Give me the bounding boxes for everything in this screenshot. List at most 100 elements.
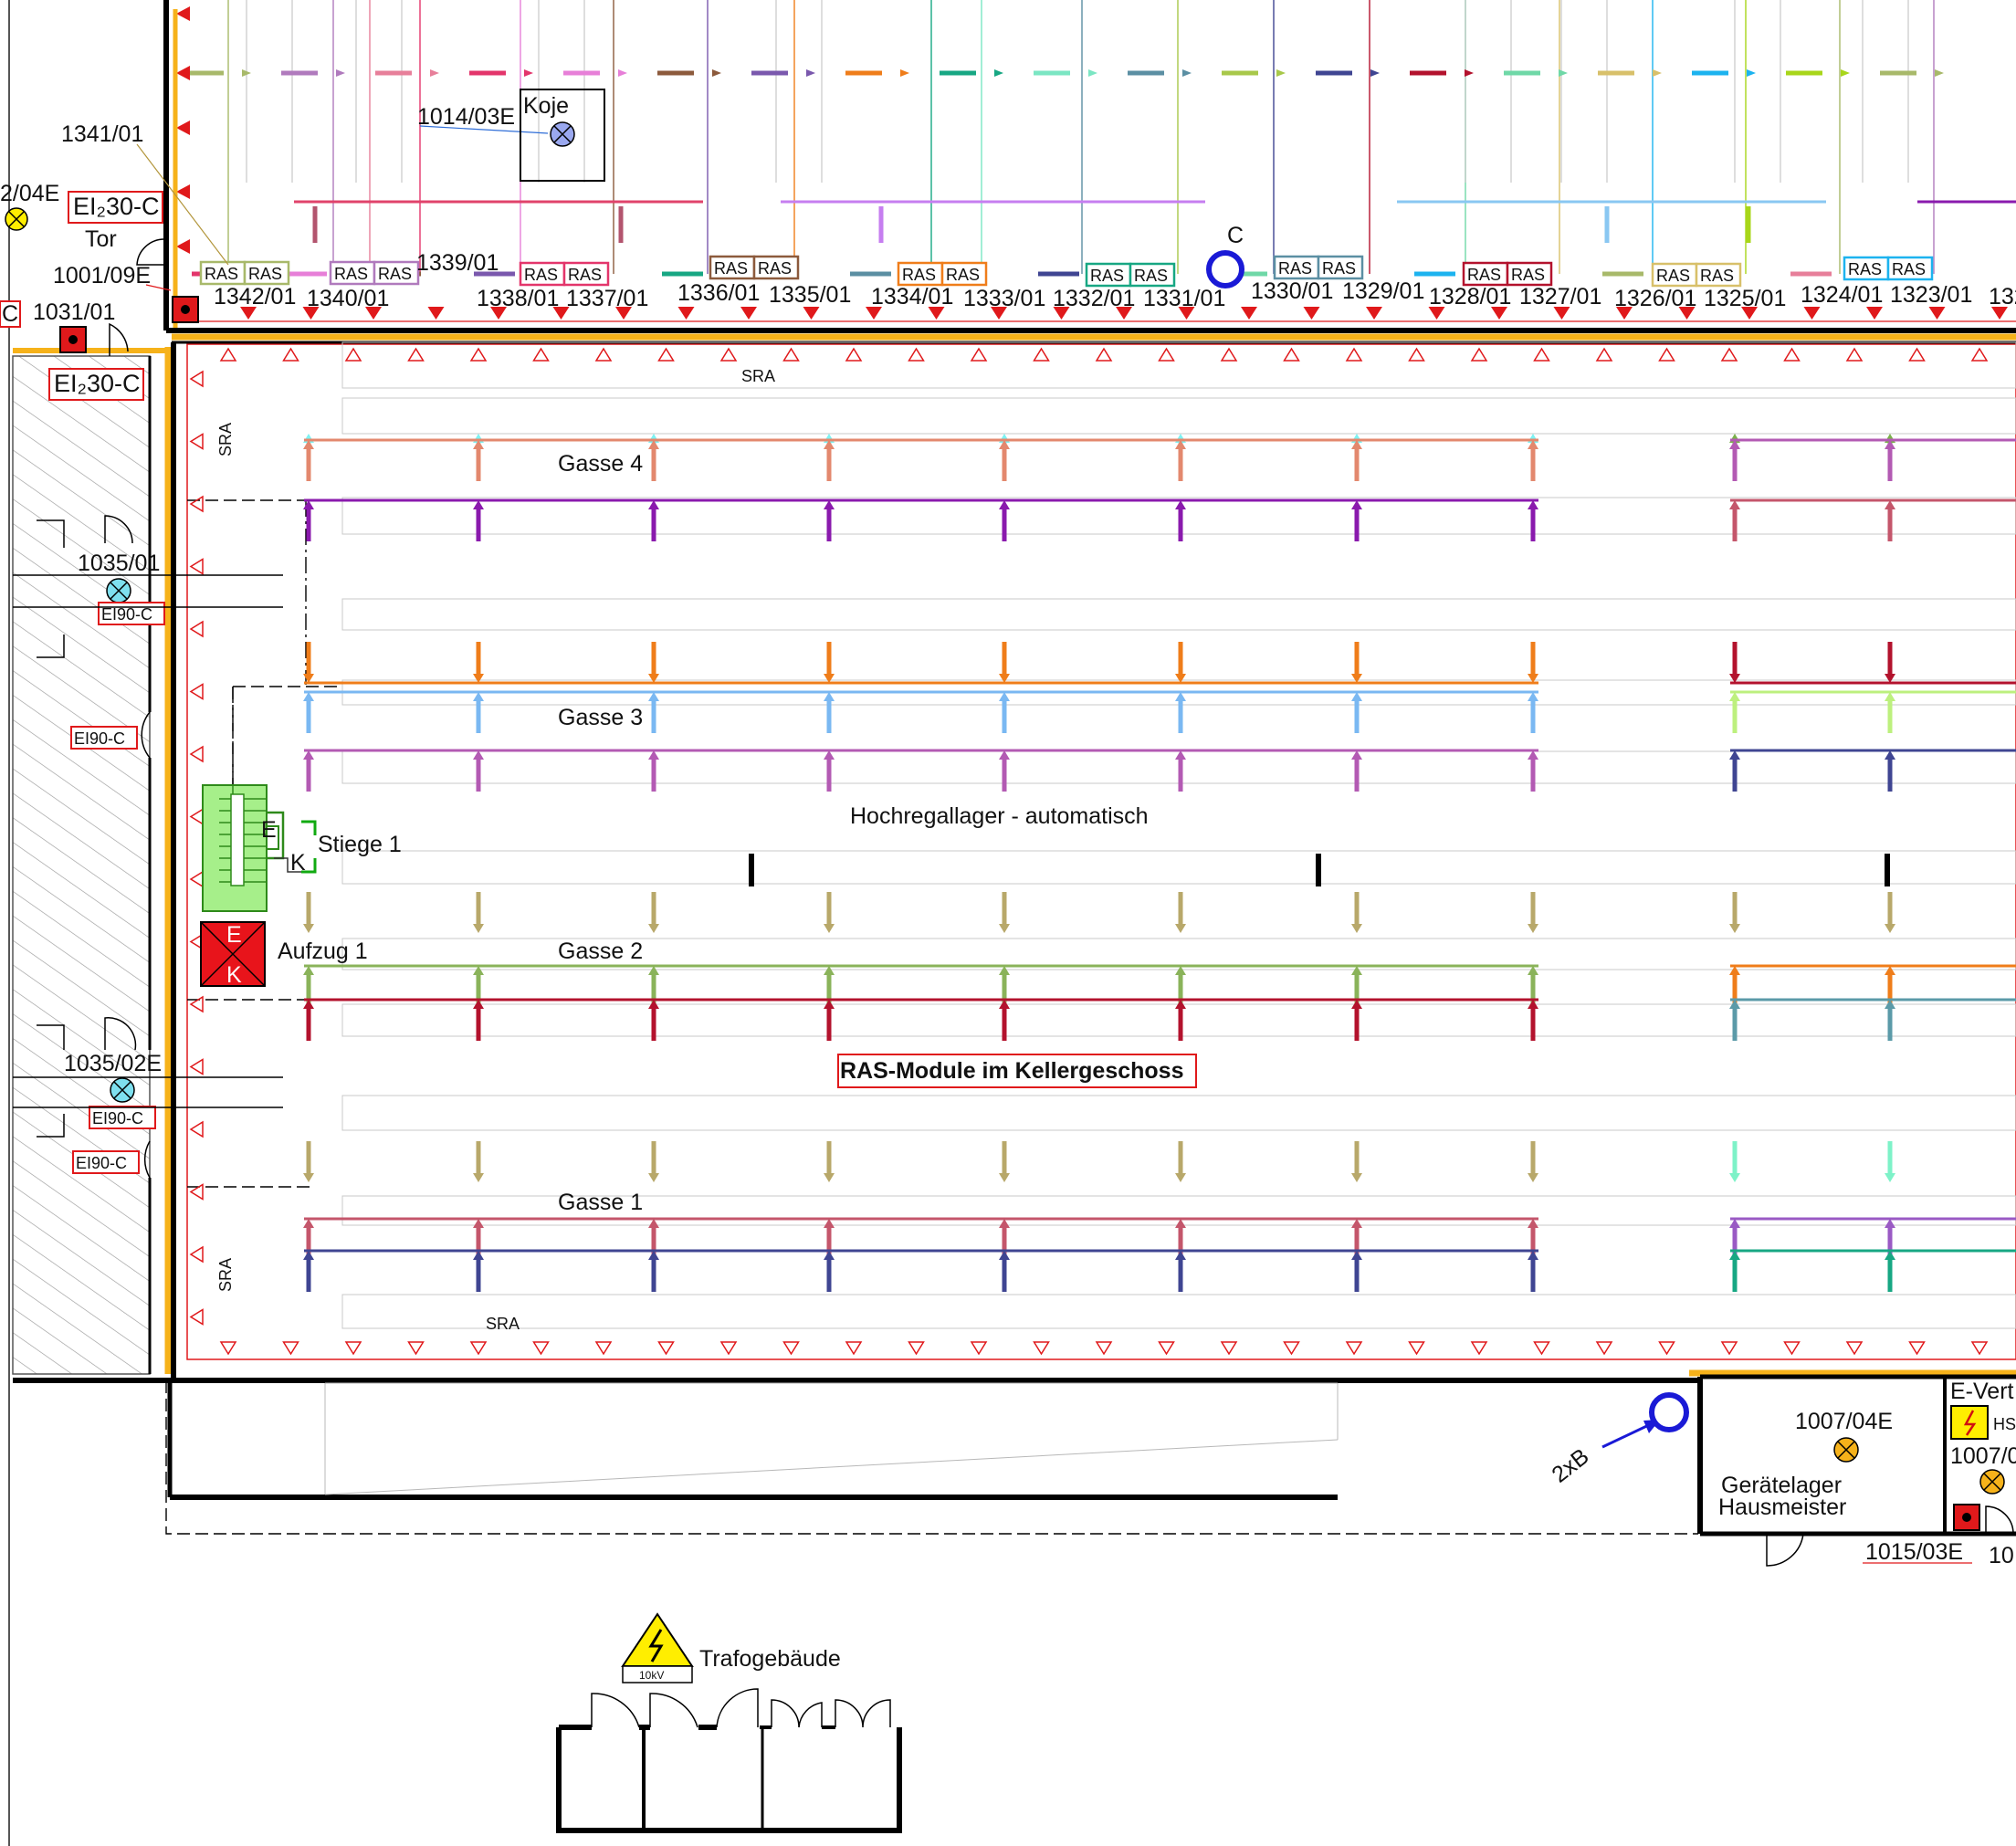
ras-box (1886, 256, 1934, 281)
pipe-arrow (900, 69, 909, 77)
hatched-shaft (12, 355, 151, 1375)
rack-arrow-head (1175, 1173, 1186, 1182)
sprinkler-triangle (1533, 347, 1550, 362)
sprinkler-triangle (677, 307, 695, 320)
sprinkler-triangle (176, 66, 190, 80)
svg-text:EI90-C: EI90-C (76, 1154, 127, 1172)
rack-arrow-head (1528, 440, 1538, 449)
trafo-building (556, 1688, 902, 1833)
room-1341-01-label: 1341/01 (61, 121, 143, 147)
rack-arrow-head (473, 924, 484, 933)
sprinkler-triangle (1720, 1341, 1738, 1356)
ras-box (709, 255, 756, 280)
sprinkler-triangle (176, 239, 190, 254)
rack-arrow-head (303, 692, 314, 701)
pipe-arrow (1276, 69, 1286, 77)
gasse-4-label: Gasse 4 (558, 451, 643, 477)
ras-box (1651, 262, 1698, 288)
svg-text:EI₂30-C: EI₂30-C (73, 193, 160, 220)
yellow-lamp-icon (5, 207, 28, 231)
rack-arrow-head (473, 440, 484, 449)
rack-arrow-head (648, 750, 659, 760)
ras-label: RAS (1090, 267, 1124, 285)
sprinkler-triangle (1991, 307, 2008, 320)
rack-arrow-head (824, 924, 835, 933)
sprinkler-triangle (1220, 1341, 1238, 1356)
room-1015-03e-label: 1015/03E (1865, 1539, 1963, 1565)
sprinkler-triangle (1178, 307, 1195, 320)
ras-label: RAS (568, 266, 602, 284)
fire-door-box: EI90-C (72, 1150, 140, 1174)
rack-arrow-head (824, 440, 835, 449)
sprinkler-triangle (1345, 1341, 1363, 1356)
rack-arrow-head (1528, 692, 1538, 701)
pipe-arrow (1559, 69, 1568, 77)
sprinkler-triangle (1408, 1341, 1425, 1356)
orange-lamp-icon (1833, 1437, 1859, 1463)
room-number-label: 1327/01 (1519, 284, 1601, 309)
sprinkler-triangle (1970, 1341, 1989, 1356)
sprinkler-triangle (1283, 1341, 1300, 1356)
stair-k-label: K (290, 850, 306, 876)
sprinkler-triangle (1553, 307, 1570, 320)
gasse-1-label: Gasse 1 (558, 1190, 643, 1215)
sprinkler-triangle (189, 1245, 204, 1264)
walls (8, 0, 2016, 1846)
rack-arrow-head (999, 1251, 1010, 1260)
door-swing (1985, 1505, 2014, 1535)
sprinkler-triangle (1095, 1341, 1113, 1356)
koje-room (520, 89, 605, 182)
rack-arrow-head (648, 966, 659, 975)
rack-arrow-head (648, 924, 659, 933)
rack-arrow-head (1729, 966, 1740, 975)
sprinkler-triangle (189, 495, 204, 513)
sprinkler-triangle (845, 347, 863, 362)
stair-1: E K Stiege 1 (202, 784, 402, 912)
rack-arrow-head (1175, 692, 1186, 701)
svg-text:EI90-C: EI90-C (92, 1109, 143, 1128)
rack-arrow-head (473, 1173, 484, 1182)
hall-fire-outline (186, 343, 2016, 1360)
room-number-label: 1329/01 (1342, 278, 1424, 304)
rack-arrow-head (303, 966, 314, 975)
ras-box (329, 260, 376, 286)
sprinkler-triangle (344, 1341, 362, 1356)
rack-arrow-head (1885, 674, 1895, 683)
sprinkler-c-icon (1206, 250, 1244, 288)
rack-arrow-head (1729, 924, 1740, 933)
sprinkler-triangle (970, 1341, 988, 1356)
rack-row (341, 598, 2016, 631)
sprinkler-triangle (189, 1120, 204, 1138)
ras-box (562, 261, 610, 287)
rack-arrow-head (999, 674, 1010, 683)
ras-box (1273, 255, 1320, 280)
rack-arrow-head (1885, 966, 1895, 975)
fire-door-box-large: EI₂30-C (68, 191, 163, 224)
pipe-arrow (618, 69, 627, 77)
sprinkler-triangle (594, 1341, 613, 1356)
pipe-arrow (430, 69, 439, 77)
room-1339-01-label: 1339/01 (416, 250, 499, 276)
rack-arrow-head (303, 1000, 314, 1009)
sra-left-top-label: SRA (216, 423, 235, 456)
rack-arrow-head (1175, 674, 1186, 683)
pipe-arrow (1935, 69, 1944, 77)
rack-arrow-head (303, 1251, 314, 1260)
rack-arrow-head (1351, 1173, 1362, 1182)
room-1007-04e-label: 1007/04E (1795, 1409, 1893, 1434)
sprinkler-triangles (189, 347, 1989, 1356)
sra-top-label: SRA (741, 367, 775, 385)
ras-label: RAS (1700, 267, 1734, 285)
rack-arrow-head (1528, 674, 1538, 683)
rack-arrow-head (1729, 1251, 1740, 1260)
sprinkler-triangle (189, 808, 204, 825)
sprinkler-triangle (845, 1341, 863, 1356)
sprinkler-triangle (407, 347, 425, 362)
ras-label: RAS (758, 259, 792, 278)
rack-arrow-head (1528, 1173, 1538, 1182)
sprinkler-triangle (282, 1341, 299, 1356)
sprinkler-triangle (189, 745, 204, 763)
rack-arrow-head (999, 924, 1010, 933)
pipe-arrow (1653, 69, 1662, 77)
